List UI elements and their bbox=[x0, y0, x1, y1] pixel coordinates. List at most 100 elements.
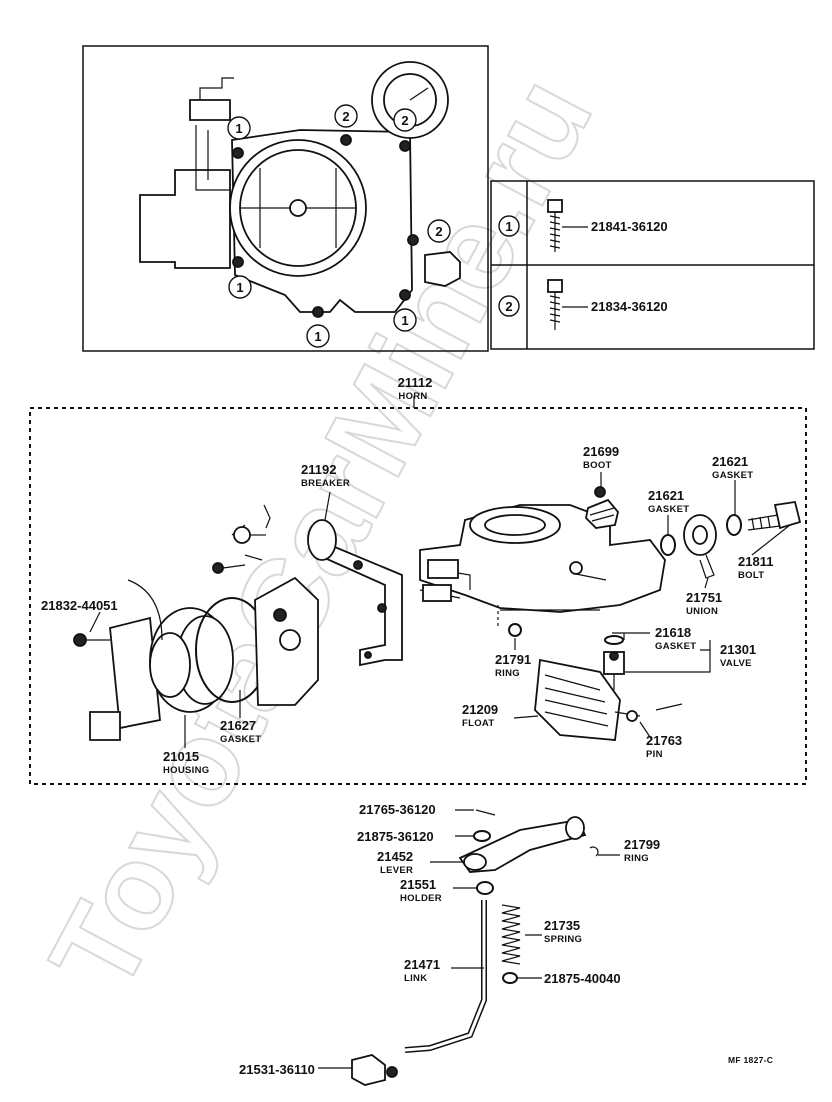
callout-21192-breaker: 21192 BREAKER bbox=[301, 462, 350, 489]
washer-icon bbox=[660, 514, 742, 556]
lever-part bbox=[458, 816, 587, 873]
svg-text:LEVER: LEVER bbox=[380, 865, 413, 876]
link-part bbox=[404, 900, 487, 1053]
callout-21763-pin: 21763 PIN bbox=[646, 733, 682, 760]
svg-text:21551: 21551 bbox=[400, 877, 436, 892]
ring-part bbox=[497, 605, 522, 637]
svg-text:SPRING: SPRING bbox=[544, 934, 582, 945]
bolt-icon bbox=[547, 199, 563, 252]
svg-text:21763: 21763 bbox=[646, 733, 682, 748]
svg-text:21765-36120: 21765-36120 bbox=[359, 802, 436, 817]
svg-text:21209: 21209 bbox=[462, 702, 498, 717]
svg-text:RING: RING bbox=[624, 853, 649, 864]
svg-text:21618: 21618 bbox=[655, 625, 691, 640]
legend-table bbox=[490, 180, 815, 350]
svg-text:HOLDER: HOLDER bbox=[400, 893, 442, 904]
svg-text:BOOT: BOOT bbox=[583, 460, 612, 471]
svg-text:LINK: LINK bbox=[404, 973, 427, 984]
horn-assembly-box bbox=[29, 396, 807, 785]
svg-text:GASKET: GASKET bbox=[712, 470, 753, 481]
svg-text:21621: 21621 bbox=[712, 454, 748, 469]
svg-text:21531-36110: 21531-36110 bbox=[239, 1062, 315, 1077]
callout-21751-union: 21751 UNION bbox=[686, 590, 722, 617]
svg-text:GASKET: GASKET bbox=[655, 641, 696, 652]
svg-text:21799: 21799 bbox=[624, 837, 660, 852]
housing-part bbox=[89, 579, 234, 741]
callout-21699-boot: 21699 BOOT bbox=[583, 444, 619, 471]
svg-text:2: 2 bbox=[435, 224, 442, 239]
callout-21875-40040: 21875-40040 bbox=[544, 971, 621, 986]
svg-text:2: 2 bbox=[342, 109, 349, 124]
bolt-part bbox=[747, 500, 802, 531]
callout-21015-housing: 21015 HOUSING bbox=[163, 749, 209, 776]
svg-text:21192: 21192 bbox=[301, 462, 336, 477]
svg-text:21751: 21751 bbox=[686, 590, 722, 605]
callout-21765-36120: 21765-36120 bbox=[359, 802, 436, 817]
svg-text:21112: 21112 bbox=[398, 375, 433, 390]
screw-icon bbox=[73, 504, 271, 647]
breaker-part bbox=[307, 519, 403, 667]
callout-marker-1: 1 bbox=[227, 116, 251, 140]
svg-text:21832-44051: 21832-44051 bbox=[41, 598, 118, 613]
callout-21112-horn: 21112 HORN bbox=[398, 375, 433, 402]
inset-box bbox=[82, 45, 489, 352]
svg-text:21301: 21301 bbox=[720, 642, 756, 657]
svg-text:PIN: PIN bbox=[646, 749, 663, 760]
callout-marker-1: 1 bbox=[306, 324, 330, 348]
svg-text:RING: RING bbox=[495, 668, 520, 679]
small-parts-icon bbox=[473, 809, 599, 984]
callout-21471-link: 21471 LINK bbox=[404, 957, 440, 984]
svg-text:21875-40040: 21875-40040 bbox=[544, 971, 621, 986]
callout-21209-float: 21209 FLOAT bbox=[462, 702, 498, 729]
callout-21811-bolt: 21811 BOLT bbox=[738, 554, 773, 581]
svg-text:21875-36120: 21875-36120 bbox=[357, 829, 434, 844]
svg-text:21471: 21471 bbox=[404, 957, 440, 972]
callout-21875-36120: 21875-36120 bbox=[357, 829, 434, 844]
svg-text:2: 2 bbox=[505, 299, 512, 314]
union-part bbox=[683, 514, 717, 579]
svg-text:21811: 21811 bbox=[738, 554, 773, 569]
callout-marker-2: 2 bbox=[427, 219, 451, 243]
svg-text:2: 2 bbox=[401, 113, 408, 128]
callout-21627-gasket: 21627 GASKET bbox=[220, 718, 261, 745]
callout-marker-1: 1 bbox=[393, 308, 417, 332]
svg-text:1: 1 bbox=[314, 329, 321, 344]
svg-text:GASKET: GASKET bbox=[648, 504, 689, 515]
legend-row-2: 2 21834-36120 bbox=[498, 295, 668, 317]
svg-text:HORN: HORN bbox=[398, 391, 427, 402]
float-part bbox=[534, 658, 641, 741]
svg-text:1: 1 bbox=[236, 280, 243, 295]
svg-text:21452: 21452 bbox=[377, 849, 413, 864]
svg-text:BOLT: BOLT bbox=[738, 570, 764, 581]
callout-21735-spring: 21735 SPRING bbox=[544, 918, 582, 945]
callout-21832-44051: 21832-44051 bbox=[41, 598, 118, 613]
callout-21301-valve: 21301 VALVE bbox=[720, 642, 756, 669]
leader-lines bbox=[89, 472, 791, 1069]
svg-text:21621: 21621 bbox=[648, 488, 684, 503]
boot-part bbox=[585, 486, 619, 529]
callout-21551-holder: 21551 HOLDER bbox=[400, 877, 442, 904]
svg-text:21791: 21791 bbox=[495, 652, 531, 667]
legend-row-1: 1 21841-36120 bbox=[498, 215, 668, 237]
svg-text:21015: 21015 bbox=[163, 749, 199, 764]
legend-part-no: 21841-36120 bbox=[591, 219, 668, 234]
callout-marker-2: 2 bbox=[334, 104, 358, 128]
footer-code: MF 1827-C bbox=[728, 1055, 773, 1065]
callout-21452-lever: 21452 LEVER bbox=[377, 849, 413, 876]
svg-text:21735: 21735 bbox=[544, 918, 580, 933]
link-end-part bbox=[351, 1054, 398, 1086]
carburetor-body-part bbox=[419, 504, 666, 613]
callout-21531-36110: 21531-36110 bbox=[239, 1062, 315, 1077]
svg-text:21699: 21699 bbox=[583, 444, 619, 459]
svg-text:21627: 21627 bbox=[220, 718, 256, 733]
callout-21621-gasket: 21621 GASKET bbox=[648, 488, 689, 515]
pin-part bbox=[655, 703, 683, 711]
svg-text:BREAKER: BREAKER bbox=[301, 478, 350, 489]
svg-text:1: 1 bbox=[235, 121, 242, 136]
spring-part bbox=[501, 904, 521, 965]
svg-text:UNION: UNION bbox=[686, 606, 718, 617]
callout-21791-ring: 21791 RING bbox=[495, 652, 531, 679]
svg-text:GASKET: GASKET bbox=[220, 734, 261, 745]
callout-marker-2: 2 bbox=[393, 108, 417, 132]
callout-marker-1: 1 bbox=[228, 275, 252, 299]
